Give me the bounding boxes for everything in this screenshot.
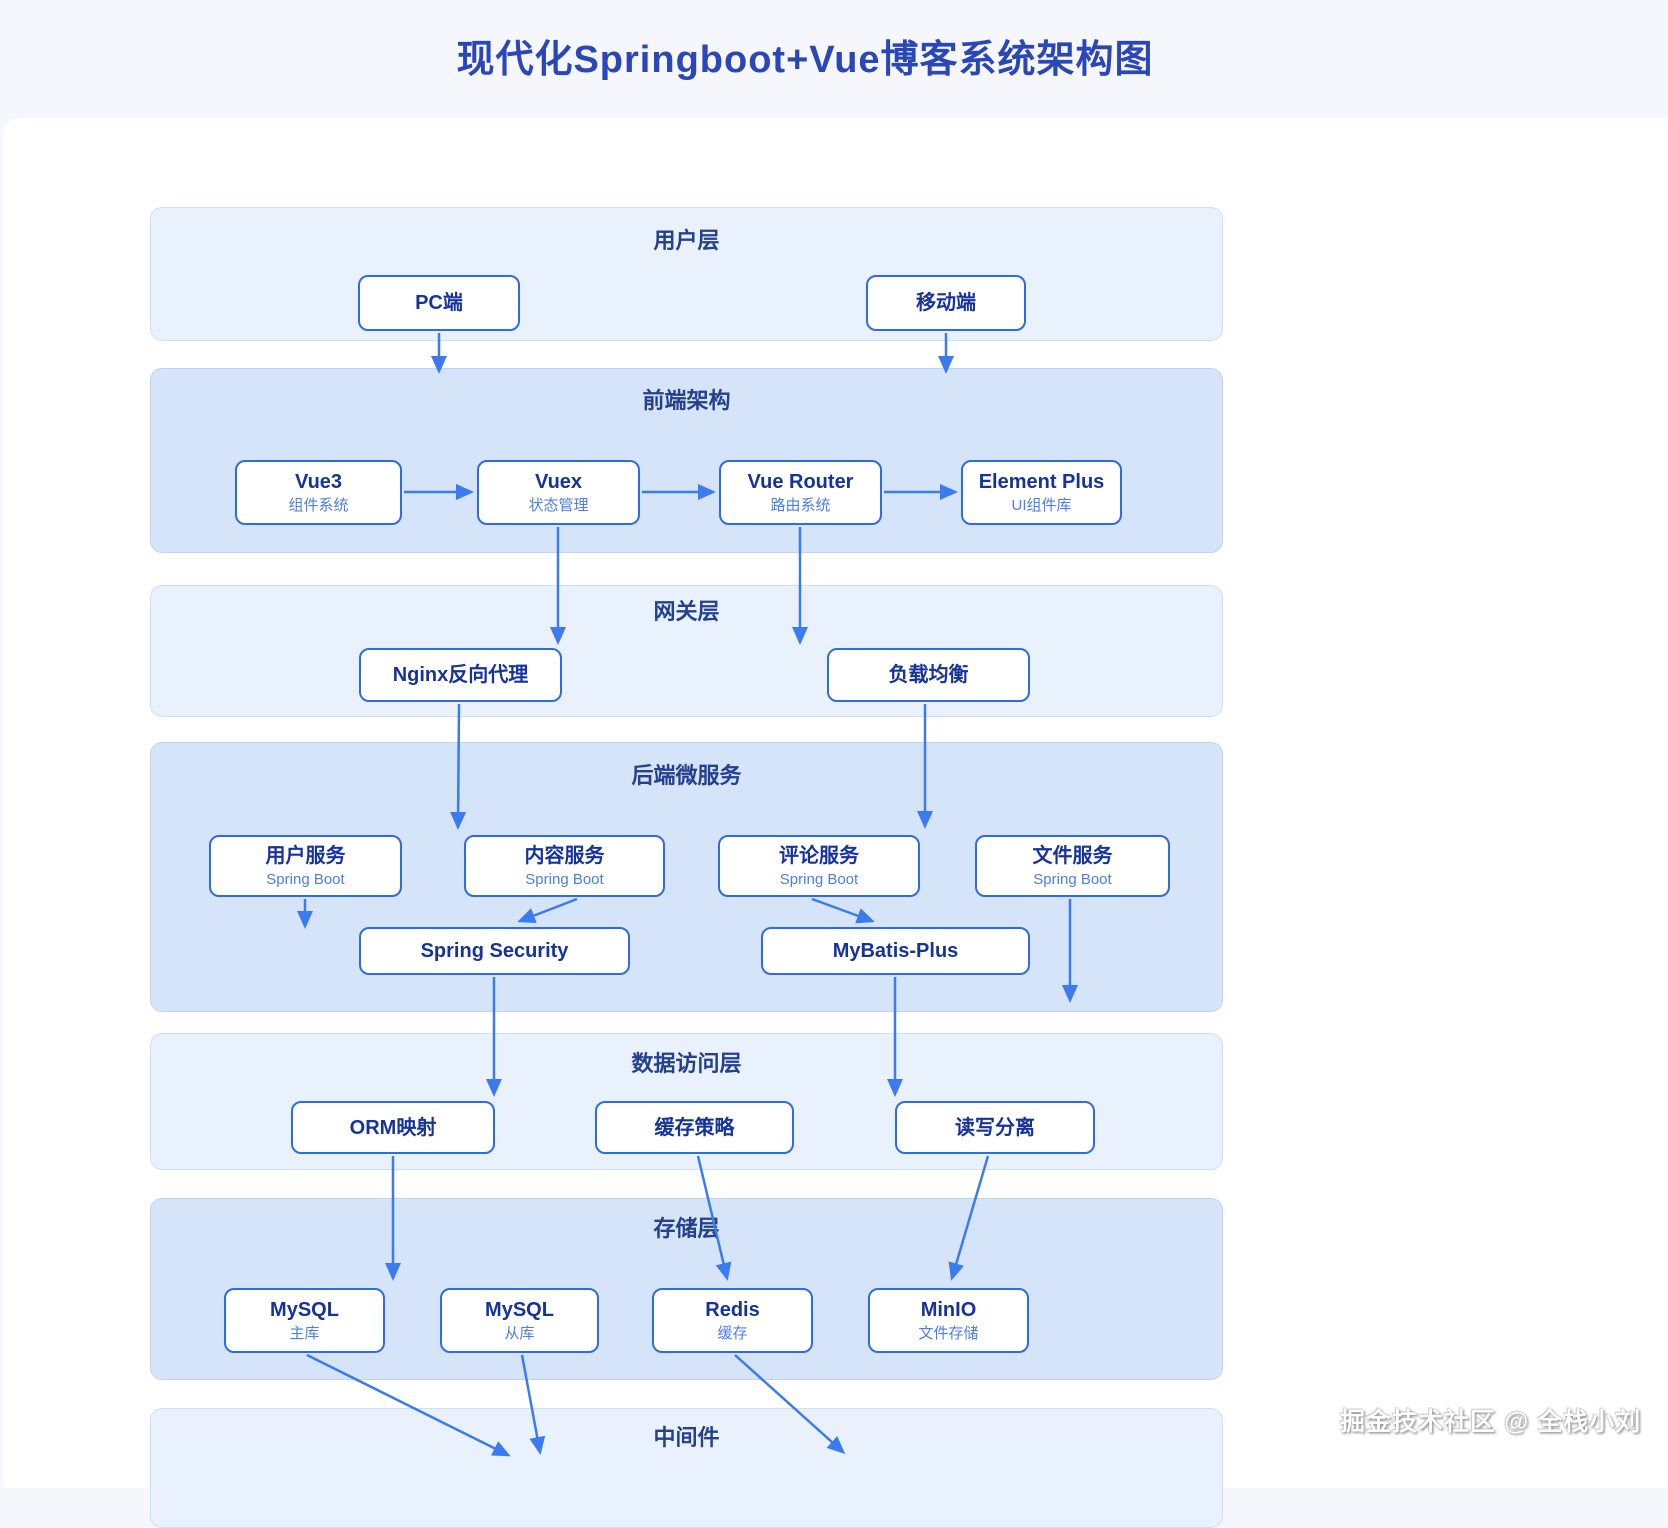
node-cache-strategy: 缓存策略	[595, 1101, 794, 1154]
node-user-service: 用户服务 Spring Boot	[209, 835, 402, 897]
node-mysql-master: MySQL 主库	[224, 1288, 385, 1353]
node-vuex: Vuex 状态管理	[477, 460, 640, 525]
node-pc-client: PC端	[358, 275, 520, 331]
node-comment-service: 评论服务 Spring Boot	[718, 835, 920, 897]
node-orm-mapping: ORM映射	[291, 1101, 495, 1154]
node-read-write-split: 读写分离	[895, 1101, 1095, 1154]
node-load-balancer: 负载均衡	[827, 648, 1030, 702]
layer-backend-title: 后端微服务	[631, 763, 742, 788]
layer-gateway	[150, 585, 1223, 717]
node-mybatis-plus: MyBatis-Plus	[761, 927, 1030, 975]
layer-user-title: 用户层	[653, 228, 720, 253]
node-minio-storage: MinIO 文件存储	[868, 1288, 1029, 1353]
layer-gateway-title: 网关层	[653, 599, 720, 624]
node-file-service: 文件服务 Spring Boot	[975, 835, 1170, 897]
node-content-service: 内容服务 Spring Boot	[464, 835, 665, 897]
layer-middleware-title: 中间件	[653, 1425, 720, 1450]
node-element-plus: Element Plus UI组件库	[961, 460, 1122, 525]
layer-storage-title: 存储层	[653, 1216, 720, 1241]
watermark-text: 掘金技术社区 @ 全栈小刘	[1340, 1408, 1642, 1436]
node-redis-cache: Redis 缓存	[652, 1288, 813, 1353]
architecture-diagram: 现代化Springboot+Vue博客系统架构图 用户层 前端架构 网关层 后端…	[150, 39, 1642, 1528]
layer-user	[150, 207, 1223, 341]
node-nginx-reverse-proxy: Nginx反向代理	[359, 648, 562, 702]
node-vue3: Vue3 组件系统	[235, 460, 402, 525]
layer-frontend-title: 前端架构	[642, 388, 731, 413]
node-mysql-slave: MySQL 从库	[440, 1288, 599, 1353]
page-title: 现代化Springboot+Vue博客系统架构图	[456, 39, 1154, 81]
node-spring-security: Spring Security	[359, 927, 630, 975]
node-mobile-client: 移动端	[866, 275, 1026, 331]
node-vue-router: Vue Router 路由系统	[719, 460, 882, 525]
layer-data-access-title: 数据访问层	[631, 1051, 742, 1076]
